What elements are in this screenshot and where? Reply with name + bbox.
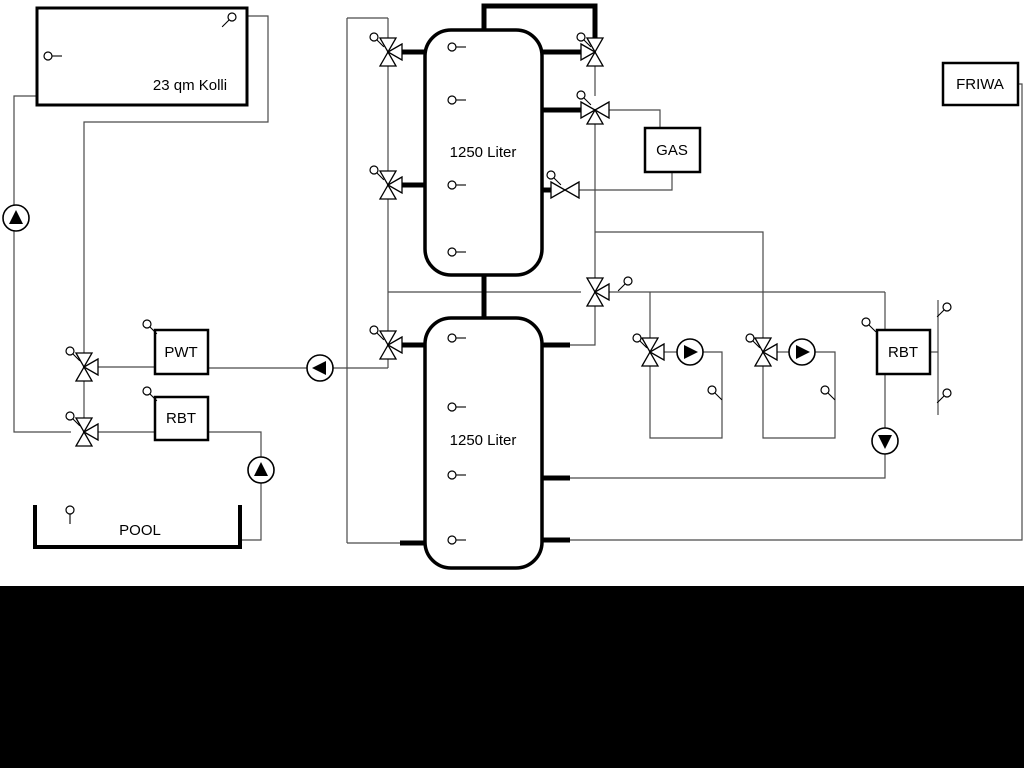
three-way-valve-icon [379, 170, 403, 200]
pool-sensor-icon [65, 505, 75, 525]
thick-pipes [400, 3, 598, 546]
friwa-box [941, 61, 1020, 107]
pump-right-icon [676, 338, 704, 366]
three-way-valve-icon [379, 37, 403, 67]
pump-left-icon [306, 354, 334, 382]
buffer-tank-bottom [423, 316, 544, 570]
rbt-right-box [875, 328, 932, 376]
pool-label: POOL [119, 522, 161, 539]
temperature-sensor-icon [933, 300, 954, 321]
two-way-valve-icon [550, 181, 580, 199]
pump-right-icon [788, 338, 816, 366]
gas-boiler-box [643, 126, 702, 174]
rbt-left-label: RBT [166, 410, 196, 427]
mixing-valve-icon [754, 337, 778, 367]
rbt-right-label: RBT [888, 344, 918, 361]
tank-top-label: 1250 Liter [450, 144, 517, 161]
mixing-valve-icon [641, 337, 665, 367]
pump-up-icon [247, 456, 275, 484]
gas-label: GAS [656, 142, 688, 159]
component-boxes: 23 qm Kolli 1250 Liter 1250 Liter GAS FR… [33, 6, 1020, 570]
pwt-label: PWT [164, 344, 197, 361]
three-way-valve-icon [580, 101, 610, 125]
pool-basin [33, 505, 242, 549]
buffer-tank-top [423, 28, 544, 277]
temperature-sensor-icon [933, 386, 954, 407]
pipe-lines [13, 15, 1023, 544]
three-way-valve-icon [586, 277, 610, 307]
pwt-heat-exchanger-box [153, 328, 210, 376]
three-way-valve-icon [379, 330, 403, 360]
pump-up-icon [2, 204, 30, 232]
valve-actuator-icon [614, 274, 635, 295]
tank-bottom-label: 1250 Liter [450, 432, 517, 449]
rbt-left-box [153, 395, 210, 442]
three-way-valve-icon [75, 352, 99, 382]
solar-collector-box [35, 6, 249, 107]
three-way-valve-icon [580, 37, 604, 67]
pump-down-icon [871, 427, 899, 455]
collector-label: 23 qm Kolli [153, 77, 227, 94]
heating-schematic: 23 qm Kolli 1250 Liter 1250 Liter GAS FR… [2, 3, 1023, 570]
friwa-label: FRIWA [956, 76, 1004, 93]
three-way-valve-icon [75, 417, 99, 447]
bottom-bar [0, 586, 1024, 768]
